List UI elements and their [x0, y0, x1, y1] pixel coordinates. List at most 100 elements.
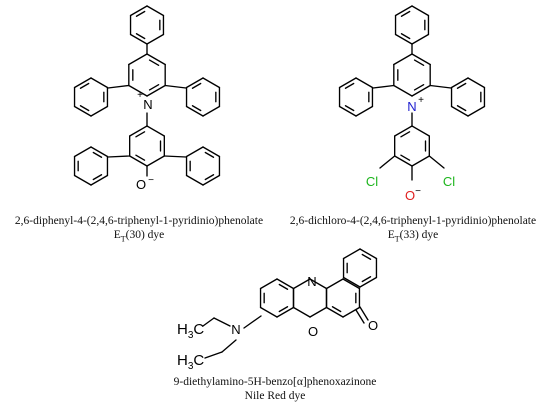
bond — [185, 105, 204, 117]
et33-oxygen-charge: − — [415, 186, 421, 197]
bond — [90, 174, 109, 186]
bond — [191, 105, 202, 112]
bond — [204, 174, 215, 181]
bond — [129, 155, 148, 167]
bond — [344, 105, 355, 112]
bond — [411, 125, 430, 137]
bond — [394, 5, 413, 17]
nile-red-structure: N O O N H3C H3C — [177, 274, 378, 372]
bond — [278, 283, 289, 290]
bond — [213, 317, 231, 327]
bond — [276, 306, 295, 318]
et33-name: 2,6-dichloro-4-(2,4,6-triphenyl-1-pyridi… — [289, 215, 537, 227]
bond — [73, 146, 92, 158]
bond — [202, 77, 221, 89]
bond — [325, 278, 344, 290]
bond — [355, 309, 365, 324]
bond — [342, 306, 361, 318]
bond — [92, 174, 103, 181]
bond — [400, 131, 411, 138]
bond — [90, 77, 109, 89]
bond — [185, 174, 204, 186]
bond — [191, 82, 202, 89]
et33-nitrogen-charge: + — [418, 95, 424, 106]
bond — [129, 5, 148, 17]
bond — [128, 84, 148, 97]
bond — [92, 151, 103, 158]
bond — [411, 53, 431, 66]
bond — [359, 248, 378, 260]
bond — [411, 155, 430, 167]
bond — [344, 82, 355, 89]
bond — [411, 33, 430, 45]
et33-dye-label: ET(33) dye — [387, 229, 439, 244]
bond — [221, 339, 237, 353]
bond — [355, 77, 374, 89]
bond — [361, 253, 372, 260]
bond — [243, 315, 262, 329]
bond — [259, 278, 278, 290]
bond — [135, 33, 146, 40]
bond — [450, 77, 469, 89]
bond — [163, 155, 187, 158]
bond — [202, 105, 221, 117]
bond — [146, 125, 165, 137]
bond — [309, 306, 328, 318]
bond — [129, 33, 148, 45]
nile-red-ring-nitrogen-label: N — [307, 274, 316, 289]
bond — [73, 77, 92, 89]
bond — [331, 306, 342, 313]
nile-red-methyl-bottom-label: H3C — [177, 352, 204, 372]
bond — [450, 105, 469, 117]
bond — [338, 105, 357, 117]
bond — [325, 306, 344, 318]
bond — [276, 278, 295, 290]
bond — [292, 306, 311, 318]
bond — [146, 84, 166, 97]
bond — [73, 174, 92, 186]
bond — [342, 248, 361, 260]
bond — [204, 351, 223, 359]
et30-caption: 2,6-diphenyl-4-(2,4,6-triphenyl-1-pyridi… — [0, 214, 278, 246]
nile-red-ketone-oxygen-label: O — [368, 318, 378, 333]
bond — [129, 125, 148, 137]
bond — [456, 105, 467, 112]
et30-oxygen-label: O — [136, 177, 146, 192]
nile-red-dye-label: Nile Red dye — [244, 390, 306, 402]
bond — [400, 154, 411, 161]
et33-structure: N + Cl Cl O − — [366, 95, 455, 203]
bond — [393, 53, 413, 66]
bond — [394, 33, 413, 45]
bond — [79, 105, 90, 112]
nile-red-caption: 9-diethylamino-5H-benzo[α]phenoxazinone … — [140, 375, 410, 403]
bond — [202, 146, 221, 158]
et33-nitrogen-label: N — [407, 99, 416, 114]
bond — [355, 105, 374, 117]
bond — [146, 5, 165, 17]
bond — [107, 155, 131, 158]
bond — [73, 105, 92, 117]
et30-name: 2,6-diphenyl-4-(2,4,6-triphenyl-1-pyridi… — [14, 215, 264, 227]
bond — [185, 146, 204, 158]
bond — [146, 155, 165, 167]
bond — [164, 84, 187, 89]
bond — [413, 83, 425, 91]
et33-chlorine-right-label: Cl — [443, 174, 455, 189]
bond — [359, 306, 369, 321]
bond — [204, 151, 215, 158]
bond — [342, 278, 361, 290]
bond — [135, 154, 146, 161]
bond — [148, 59, 160, 67]
bond — [400, 33, 411, 40]
et33-chlorine-left-label: Cl — [366, 174, 378, 189]
bond — [146, 53, 166, 66]
bond — [467, 105, 486, 117]
nile-red-amine-nitrogen-label: N — [231, 322, 240, 337]
bond — [456, 82, 467, 89]
bond — [278, 306, 289, 313]
bond — [292, 278, 311, 290]
bond — [359, 276, 378, 288]
bond-lines — [73, 5, 486, 359]
et30-dye-label: ET(30) dye — [113, 229, 165, 244]
bond — [202, 174, 221, 186]
